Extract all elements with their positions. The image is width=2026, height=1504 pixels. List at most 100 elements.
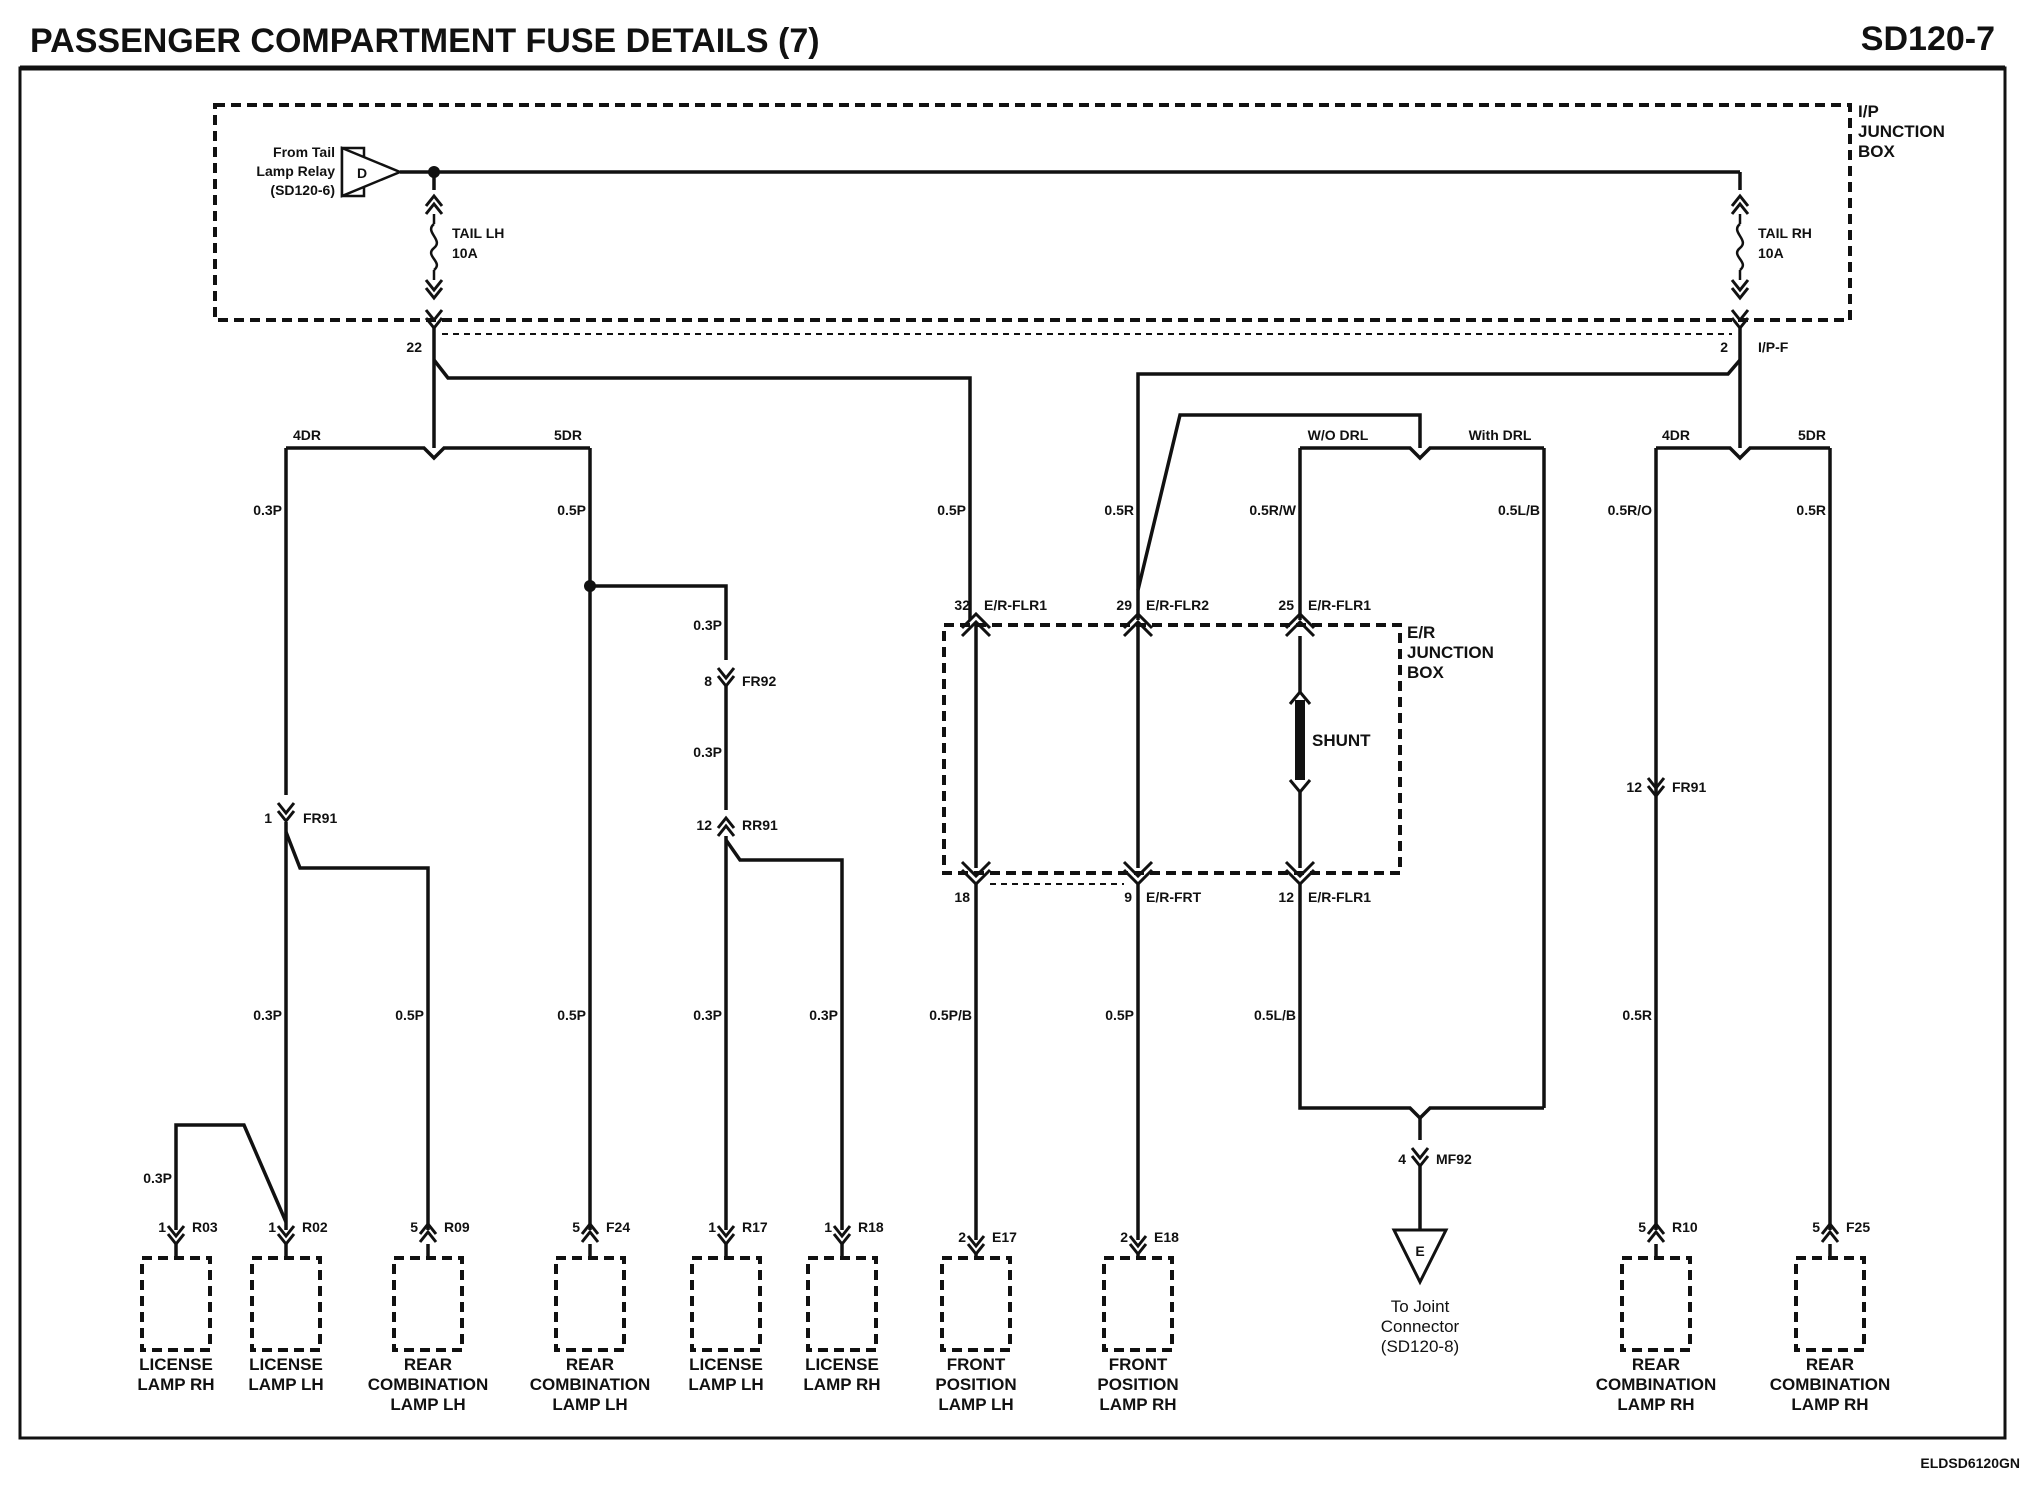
er-junction-box-label-2: JUNCTION (1407, 643, 1494, 662)
wire-drl-split (1300, 446, 1544, 461)
wire-05lb-b: 0.5L/B (1254, 1007, 1296, 1023)
component-connector-id: F25 (1846, 1219, 1870, 1235)
fr91-left-name: FR91 (303, 810, 337, 826)
wire-03p-b: 0.3P (253, 1007, 282, 1023)
ground-note-3: (SD120-8) (1381, 1337, 1459, 1356)
fr91-right-connector (1646, 777, 1666, 799)
component-connector-id: E17 (992, 1229, 1017, 1245)
component-box (392, 1256, 464, 1352)
wire-05r-c: 0.5R (1622, 1007, 1652, 1023)
ip-f-connector-name: I/P-F (1758, 339, 1789, 355)
component-pin-number: 1 (824, 1219, 832, 1235)
branch-wo-drl: W/O DRL (1308, 427, 1369, 443)
component-pin-chevron (1820, 1221, 1840, 1235)
component-connector-id: R10 (1672, 1219, 1698, 1235)
component-pin-number: 5 (1638, 1219, 1646, 1235)
component-pin-number: 5 (1812, 1219, 1820, 1235)
wire-05r-a: 0.5R (1104, 502, 1134, 518)
er-top-pin-32-conn: E/R-FLR1 (984, 597, 1047, 613)
wire-to-mf92 (1298, 884, 1544, 1121)
component-pin-chevron (1128, 1235, 1148, 1249)
wire-03p-d: 0.3P (693, 617, 722, 633)
component-pin-chevron (832, 1225, 852, 1239)
branch-left-4dr: 4DR (293, 427, 321, 443)
component-name-line: POSITION (935, 1375, 1016, 1394)
component-name-line: LAMP LH (390, 1395, 465, 1414)
fuse-tail-lh (424, 193, 444, 301)
diagram-frame (18, 66, 2007, 1440)
rr91-pin: 12 (696, 817, 712, 833)
wire-05pb: 0.5P/B (929, 1007, 972, 1023)
wire-05lb-a: 0.5L/B (1498, 502, 1540, 518)
er-bottom-pin-9-conn: E/R-FRT (1146, 889, 1202, 905)
component-name-line: LICENSE (689, 1355, 763, 1374)
source-label-2: Lamp Relay (256, 163, 335, 179)
component-box (1620, 1256, 1692, 1352)
page-title: PASSENGER COMPARTMENT FUSE DETAILS (7) (30, 22, 820, 60)
wire-left-4dr-5dr-split (286, 446, 590, 461)
component-name-line: COMBINATION (1596, 1375, 1717, 1394)
component-name-line: LICENSE (139, 1355, 213, 1374)
wire-03p-e: 0.3P (693, 744, 722, 760)
mf92-name: MF92 (1436, 1151, 1472, 1167)
component-connector-id: R02 (302, 1219, 328, 1235)
wire-to-er-flr2 (1136, 358, 1742, 620)
er-top-pin-29-conn: E/R-FLR2 (1146, 597, 1209, 613)
component-pin-number: 2 (1120, 1229, 1128, 1245)
wire-05rw: 0.5R/W (1249, 502, 1296, 518)
er-junction-box (942, 623, 1402, 875)
component-pin-chevron (418, 1229, 438, 1243)
wire-03p-a: 0.3P (253, 502, 282, 518)
wire-05p-c: 0.5P (395, 1007, 424, 1023)
component-pin-number: 1 (708, 1219, 716, 1235)
component-pin-chevron (1646, 1221, 1666, 1235)
wire-to-r18 (724, 838, 844, 1230)
ip-junction-box (213, 103, 1852, 322)
component-pin-chevron (1646, 1229, 1666, 1243)
page-code: SD120-7 (1861, 20, 1995, 58)
component-name-line: LAMP LH (938, 1395, 1013, 1414)
component-box (1794, 1256, 1866, 1352)
mf92-pin: 4 (1398, 1151, 1406, 1167)
rr91-name: RR91 (742, 817, 778, 833)
branch-left-5dr: 5DR (554, 427, 582, 443)
component-name-line: LICENSE (249, 1355, 323, 1374)
ip-junction-box-label-2: JUNCTION (1858, 122, 1945, 141)
wire-05p-e: 0.5P (1105, 1007, 1134, 1023)
component-name-line: LAMP RH (1617, 1395, 1694, 1414)
component-connector-id: R17 (742, 1219, 768, 1235)
component-connector-id: R18 (858, 1219, 884, 1235)
component-box (1102, 1256, 1174, 1352)
component-name-line: LAMP RH (803, 1375, 880, 1394)
component-pin-chevron (1820, 1229, 1840, 1243)
component-name-line: REAR (1632, 1355, 1680, 1374)
branch-right-5dr: 5DR (1798, 427, 1826, 443)
component-box (806, 1256, 878, 1352)
component-pin-number: 5 (572, 1219, 580, 1235)
ip-f-pin-2 (1730, 309, 1750, 331)
component-pin-chevron (418, 1221, 438, 1235)
component-name-line: LAMP RH (1791, 1395, 1868, 1414)
component-name-line: FRONT (947, 1355, 1006, 1374)
component-pin-number: 1 (268, 1219, 276, 1235)
component-name-line: LAMP LH (688, 1375, 763, 1394)
wire-05r-b: 0.5R (1796, 502, 1826, 518)
component-box (940, 1256, 1012, 1352)
fuse-rh-label-1: TAIL RH (1758, 225, 1812, 241)
fr91-left-pin: 1 (264, 810, 272, 826)
component-name-line: COMBINATION (1770, 1375, 1891, 1394)
wire-right-4dr-5dr-split (1656, 446, 1830, 461)
fr92-connector (716, 667, 736, 689)
source-symbol-letter: D (357, 165, 367, 181)
component-pin-chevron (276, 1225, 296, 1239)
shunt-label: SHUNT (1312, 731, 1371, 750)
component-box (250, 1256, 322, 1352)
ground-note-1: To Joint (1391, 1297, 1450, 1316)
wire-05ro: 0.5R/O (1608, 502, 1652, 518)
component-name-line: LAMP LH (248, 1375, 323, 1394)
joint-connector-ground-symbol: E (1391, 1228, 1449, 1286)
component-pin-number: 1 (158, 1219, 166, 1235)
